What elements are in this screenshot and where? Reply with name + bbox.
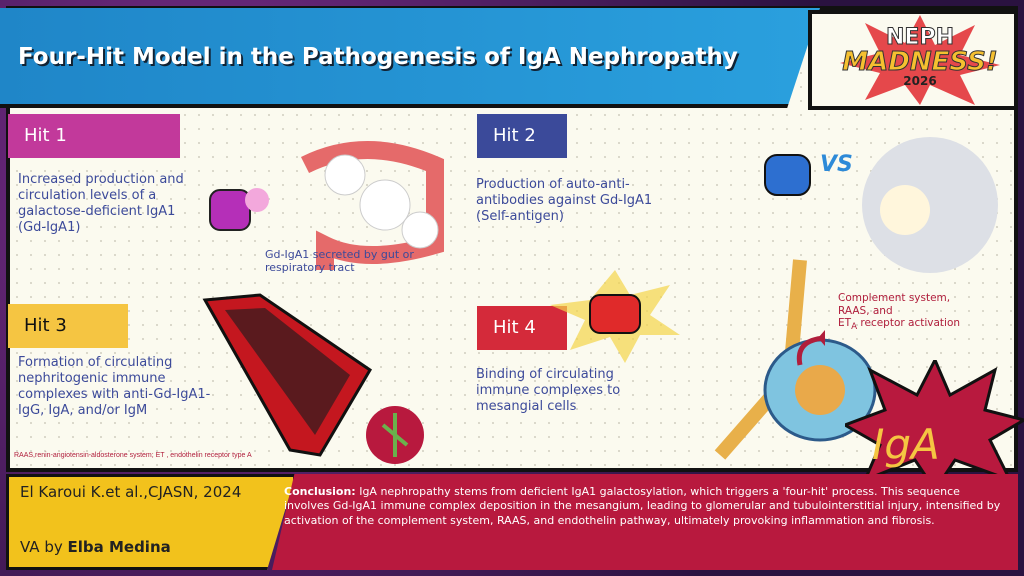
complement-note: Complement system, RAAS, and ETA recepto… [838,292,960,334]
red-fist-icon [550,270,680,363]
conclusion-label: Conclusion: [284,485,356,498]
va-prefix: VA by [20,538,68,556]
conclusion-text: Conclusion: IgA nephropathy stems from d… [284,485,1004,528]
gut-note: Gd-IgA1 secreted by gut or respiratory t… [265,248,414,274]
vs-label: VS [820,152,853,177]
antibody-circle-illustration [862,137,998,273]
logo-line1: NEPH [886,25,955,51]
hit-4-label: Hit 4 [477,306,567,350]
fist-icon [209,188,269,231]
va-author: Elba Medina [67,538,171,556]
blood-vessel-illustration [202,293,373,457]
logo-line2: MADNESS! [842,47,998,77]
arrow-icon [796,330,826,366]
logo-year: 2026 [903,74,937,88]
intestine-illustration [300,141,444,270]
glomerulus-illustration [714,259,877,460]
iga-starburst [845,360,1024,490]
hit-1-label: Hit 1 [8,114,180,158]
title-banner [0,8,820,108]
hit-4-text: Binding of circulating immune complexes … [476,367,621,414]
credits-panel [6,474,296,570]
neph-madness-logo: NEPH MADNESS! 2026 [835,15,1005,105]
conclusion-panel [272,474,1018,570]
immune-complex-circle [366,406,424,464]
starburst-icon [840,15,1000,105]
complement-line1: Complement system, [838,292,951,304]
complement-et: ET [838,317,852,329]
hit-2-label: Hit 2 [477,114,567,158]
hit-1-text: Increased production and circulation lev… [18,172,184,235]
va-credit: VA by Elba Medina [20,538,171,556]
hit-2-text: Production of auto-anti-antibodies again… [476,177,653,224]
hit-3-label: Hit 3 [8,304,128,348]
complement-sub: A [851,322,858,333]
iga-badge: IgA [872,420,940,469]
citation: El Karoui K.et al.,CJASN, 2024 [20,483,242,501]
blue-fist-icon [764,154,811,196]
page-title: Four-Hit Model in the Pathogenesis of Ig… [18,44,738,70]
footnote: RAAS,renin-angiotensin-aldosterone syste… [14,452,252,459]
conclusion-body: IgA nephropathy stems from deficient IgA… [284,485,1001,527]
complement-line3: receptor activation [857,317,961,329]
complement-line2: RAAS, and [838,304,893,317]
hit-3-text: Formation of circulating nephritogenic i… [18,355,211,418]
